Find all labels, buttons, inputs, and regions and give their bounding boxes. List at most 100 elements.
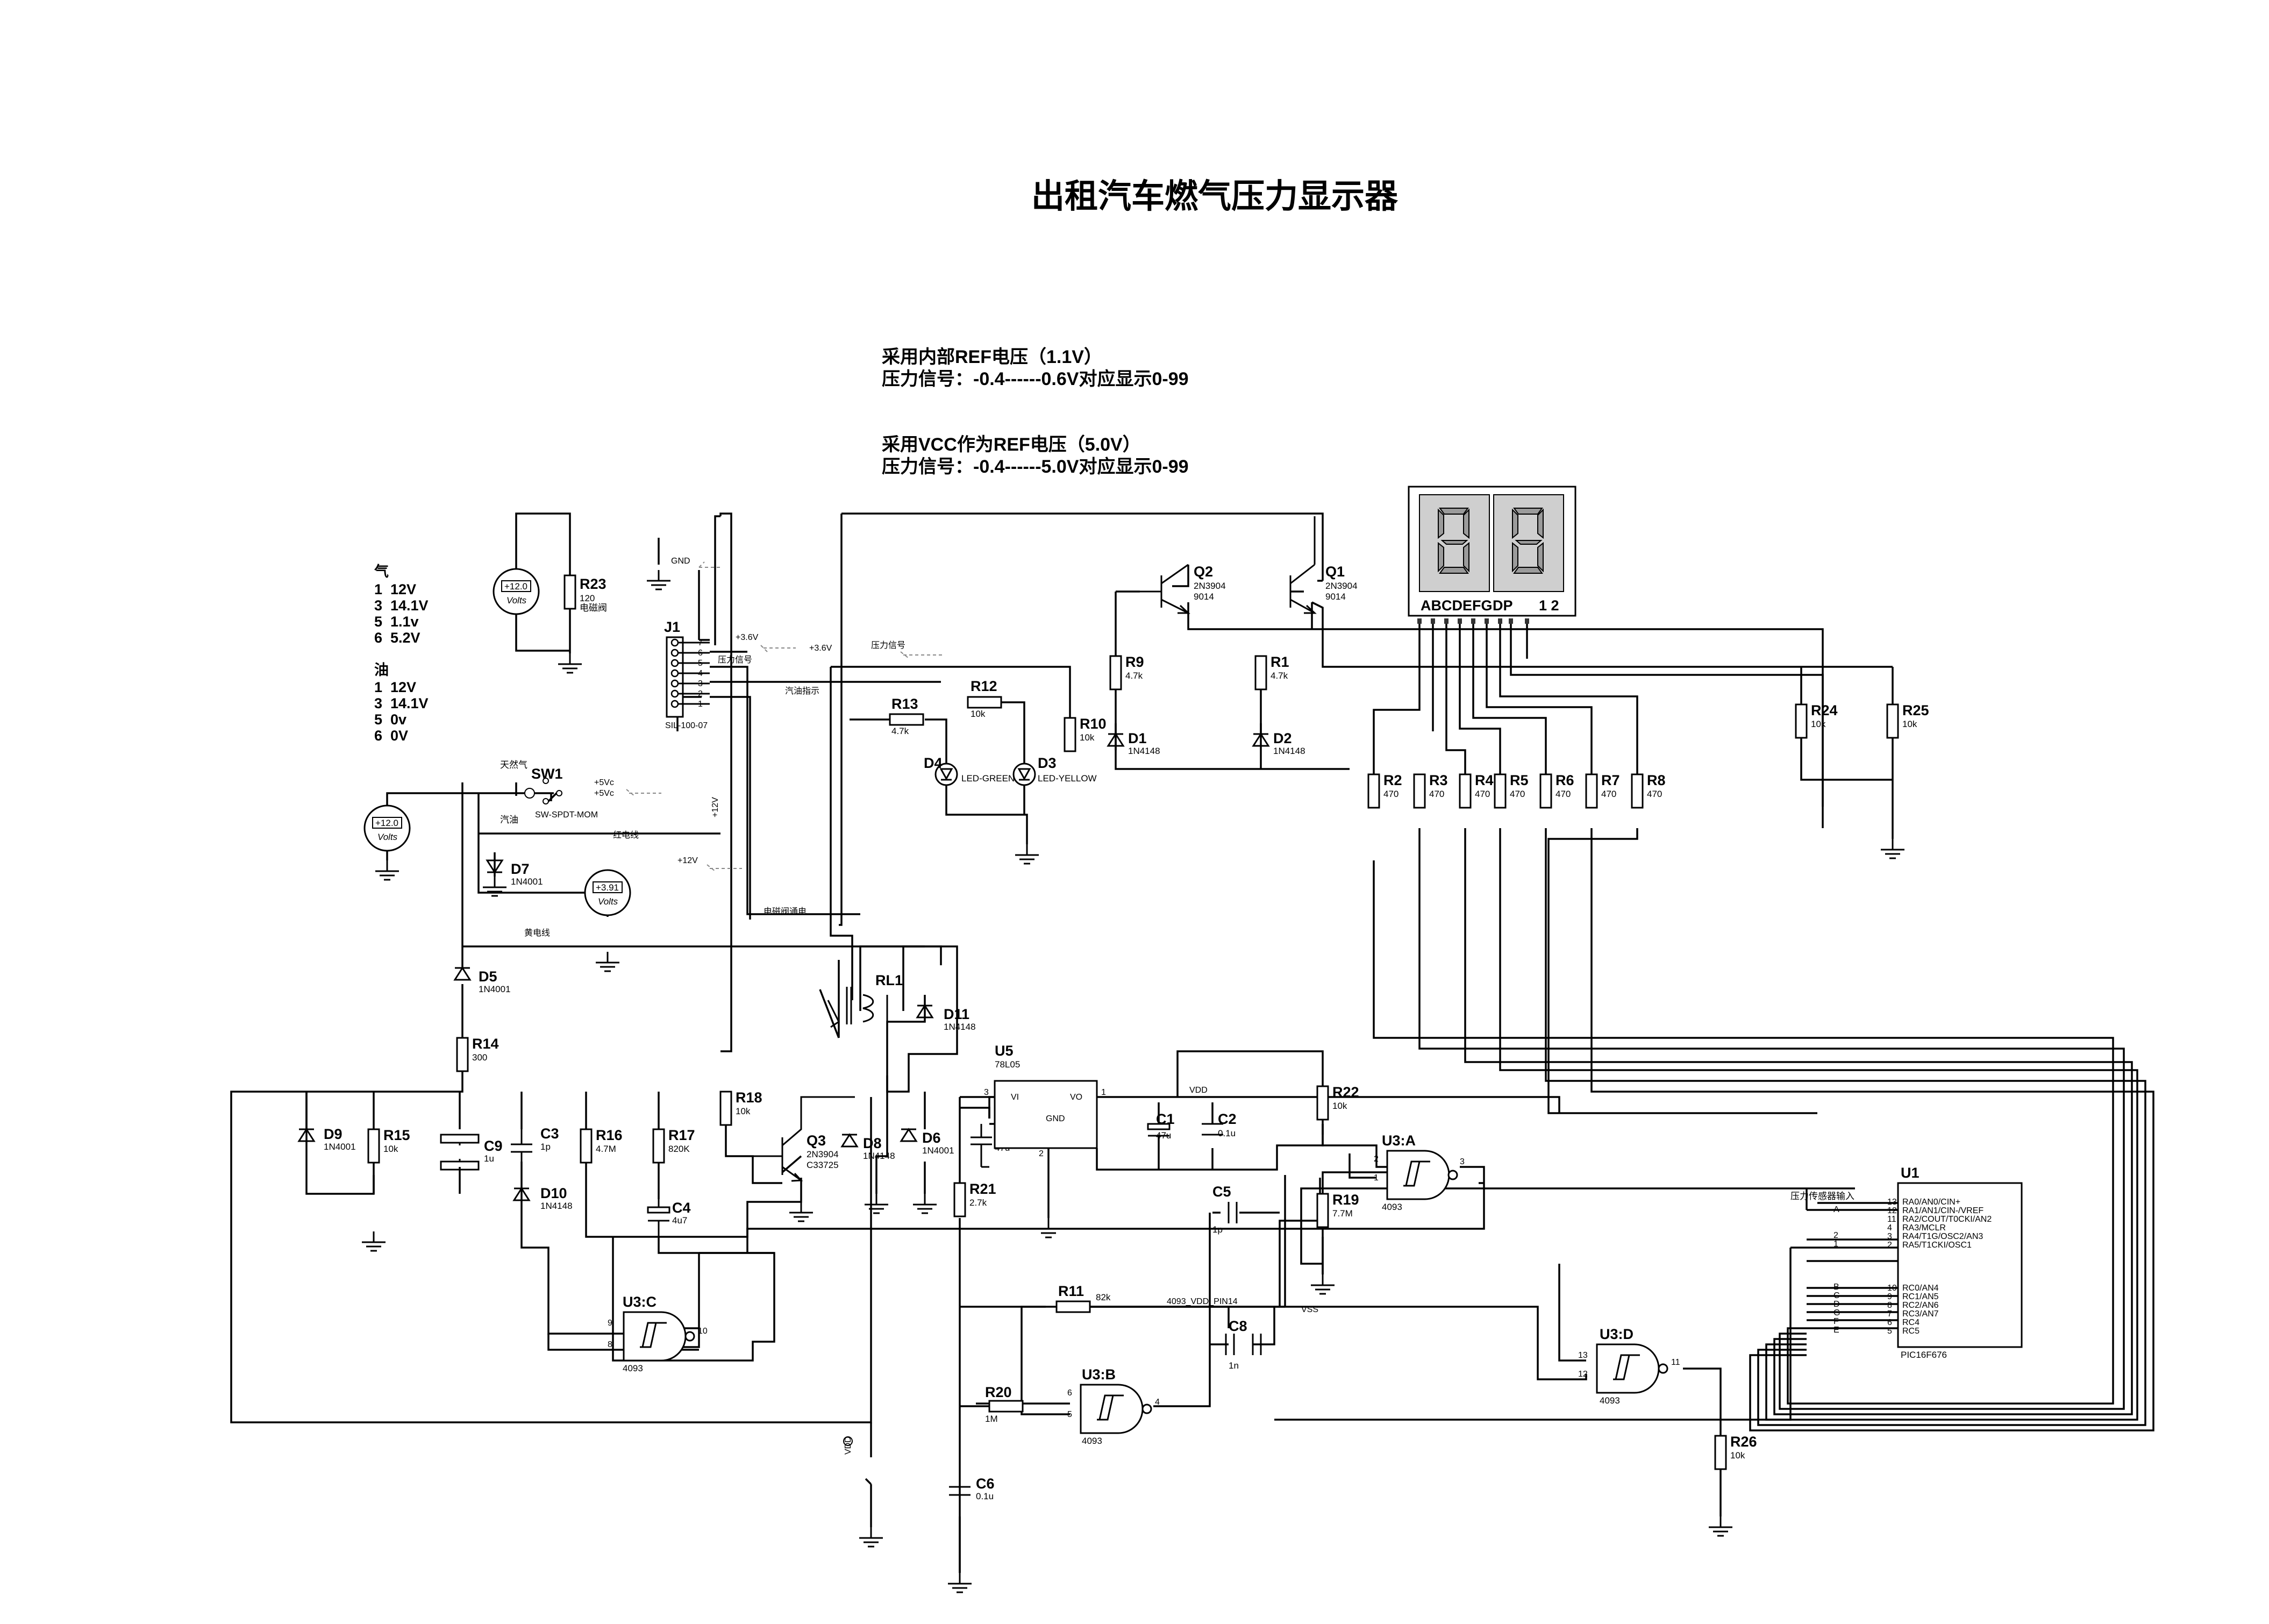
- value: 120: [580, 593, 595, 603]
- net-oil-indicator: 汽油指示: [785, 686, 819, 696]
- net-12v: +12V: [711, 797, 720, 817]
- oil-pin: 3: [374, 695, 382, 711]
- pin: 11: [1671, 1358, 1680, 1367]
- net-valve-power: 电磁阀通电: [764, 907, 807, 916]
- ref: J1: [664, 619, 680, 635]
- net-vss: VSS: [1301, 1305, 1318, 1314]
- pin: 12: [1578, 1370, 1588, 1379]
- pin-num: 2: [1887, 1241, 1892, 1250]
- oil-heading: 油: [374, 662, 389, 678]
- ref: R16: [596, 1127, 623, 1143]
- type: 2N3904: [807, 1149, 839, 1159]
- value: 4u7: [672, 1215, 687, 1226]
- capacitor-c2: C20.1u: [1202, 1111, 1237, 1138]
- value: 1N4001: [324, 1142, 356, 1152]
- ref: U3:C: [623, 1294, 657, 1310]
- gate-u3d: U3:D 4093 13 12 11: [1578, 1326, 1680, 1406]
- gas-pin: 6: [374, 630, 382, 646]
- ref: R15: [383, 1127, 410, 1143]
- transistor-q1: Q1 2N3904 9014: [1289, 516, 1358, 614]
- value: 1N4148: [1128, 746, 1160, 756]
- pin-name: RC2/AN6: [1902, 1301, 1939, 1310]
- pin: 1: [1374, 1173, 1379, 1183]
- wiring: [230, 512, 2154, 1573]
- pin-net: 1: [1833, 1240, 1838, 1249]
- transistor-q2: Q2 2N3904 9014: [1140, 564, 1226, 614]
- pin-num: 3: [984, 1088, 989, 1097]
- value: 82k: [1096, 1292, 1111, 1302]
- ref: D10: [540, 1185, 567, 1201]
- ref: R5: [1510, 772, 1529, 788]
- value: 10k: [736, 1106, 751, 1116]
- gas-heading: 气: [374, 564, 389, 580]
- net-gnd: GND: [671, 557, 690, 566]
- gas-pin: 3: [374, 597, 382, 614]
- pin-net: 2: [1833, 1231, 1838, 1240]
- pin-gnd: GND: [1046, 1114, 1065, 1123]
- value: 7.7M: [1332, 1208, 1353, 1219]
- pin-vi: VI: [1011, 1093, 1019, 1102]
- value: 470: [1601, 789, 1616, 799]
- mcu-input-header: 压力传感器输入: [1790, 1191, 1854, 1201]
- pin-net: D: [1833, 1300, 1840, 1309]
- pin-name: RA1/AN1/CIN-/VREF: [1902, 1206, 1983, 1215]
- ref: C4: [672, 1200, 691, 1216]
- value: 1n: [1229, 1361, 1239, 1371]
- net-pressure-pin: 压力信号: [718, 655, 752, 665]
- pin-name: RC0/AN4: [1902, 1284, 1939, 1293]
- ref: D3: [1038, 755, 1057, 771]
- net-4093-vdd: 4093_VDD_PIN14: [1167, 1297, 1238, 1306]
- led-d4: D4 LED-GREEN: [924, 755, 1015, 786]
- ref: R22: [1332, 1084, 1359, 1100]
- value: 1N4001: [922, 1145, 954, 1156]
- regulator-u5: U5 78L05 VI VO GND 3 1 2: [984, 1043, 1106, 1158]
- value: 470: [1510, 789, 1525, 799]
- value: 10k: [1730, 1450, 1745, 1461]
- pin-num: 10: [1887, 1284, 1897, 1293]
- pin-num: 4: [1887, 1223, 1892, 1233]
- ref: U1: [1901, 1165, 1920, 1181]
- ref: R21: [969, 1181, 996, 1197]
- pin-net: B: [1833, 1283, 1839, 1292]
- oil-val: 0V: [390, 728, 408, 744]
- value: 4.7k: [1125, 671, 1143, 681]
- voltmeter-reading: +3.91: [596, 882, 619, 893]
- ref: R19: [1332, 1192, 1359, 1208]
- pin-name: RA5/T1CKI/OSC1: [1902, 1241, 1972, 1250]
- pin-num: 1: [1101, 1088, 1106, 1097]
- ref: C6: [976, 1476, 995, 1492]
- ref: U5: [995, 1043, 1014, 1059]
- note-signal-range-1: 压力信号：-0.4------0.6V对应显示0-99: [882, 369, 1189, 389]
- part: 4093: [1382, 1202, 1402, 1212]
- ref: D5: [479, 968, 497, 985]
- type: 2N3904: [1325, 581, 1358, 591]
- ref: U3:B: [1082, 1366, 1116, 1383]
- ref: Q3: [807, 1132, 826, 1149]
- value: 1p: [540, 1142, 551, 1152]
- pin: 8: [608, 1340, 612, 1349]
- voltmeter-unit: Volts: [598, 896, 618, 907]
- ref: D9: [324, 1126, 343, 1142]
- pin-name: RA3/MCLR: [1902, 1223, 1946, 1233]
- part: 78L05: [995, 1059, 1020, 1070]
- net-12v: +12V: [677, 856, 698, 865]
- led-d3: D3 LED-YELLOW: [1012, 755, 1097, 786]
- type: 2N3904: [1194, 581, 1226, 591]
- gas-pin: 5: [374, 614, 382, 630]
- oil-pin: 5: [374, 711, 382, 728]
